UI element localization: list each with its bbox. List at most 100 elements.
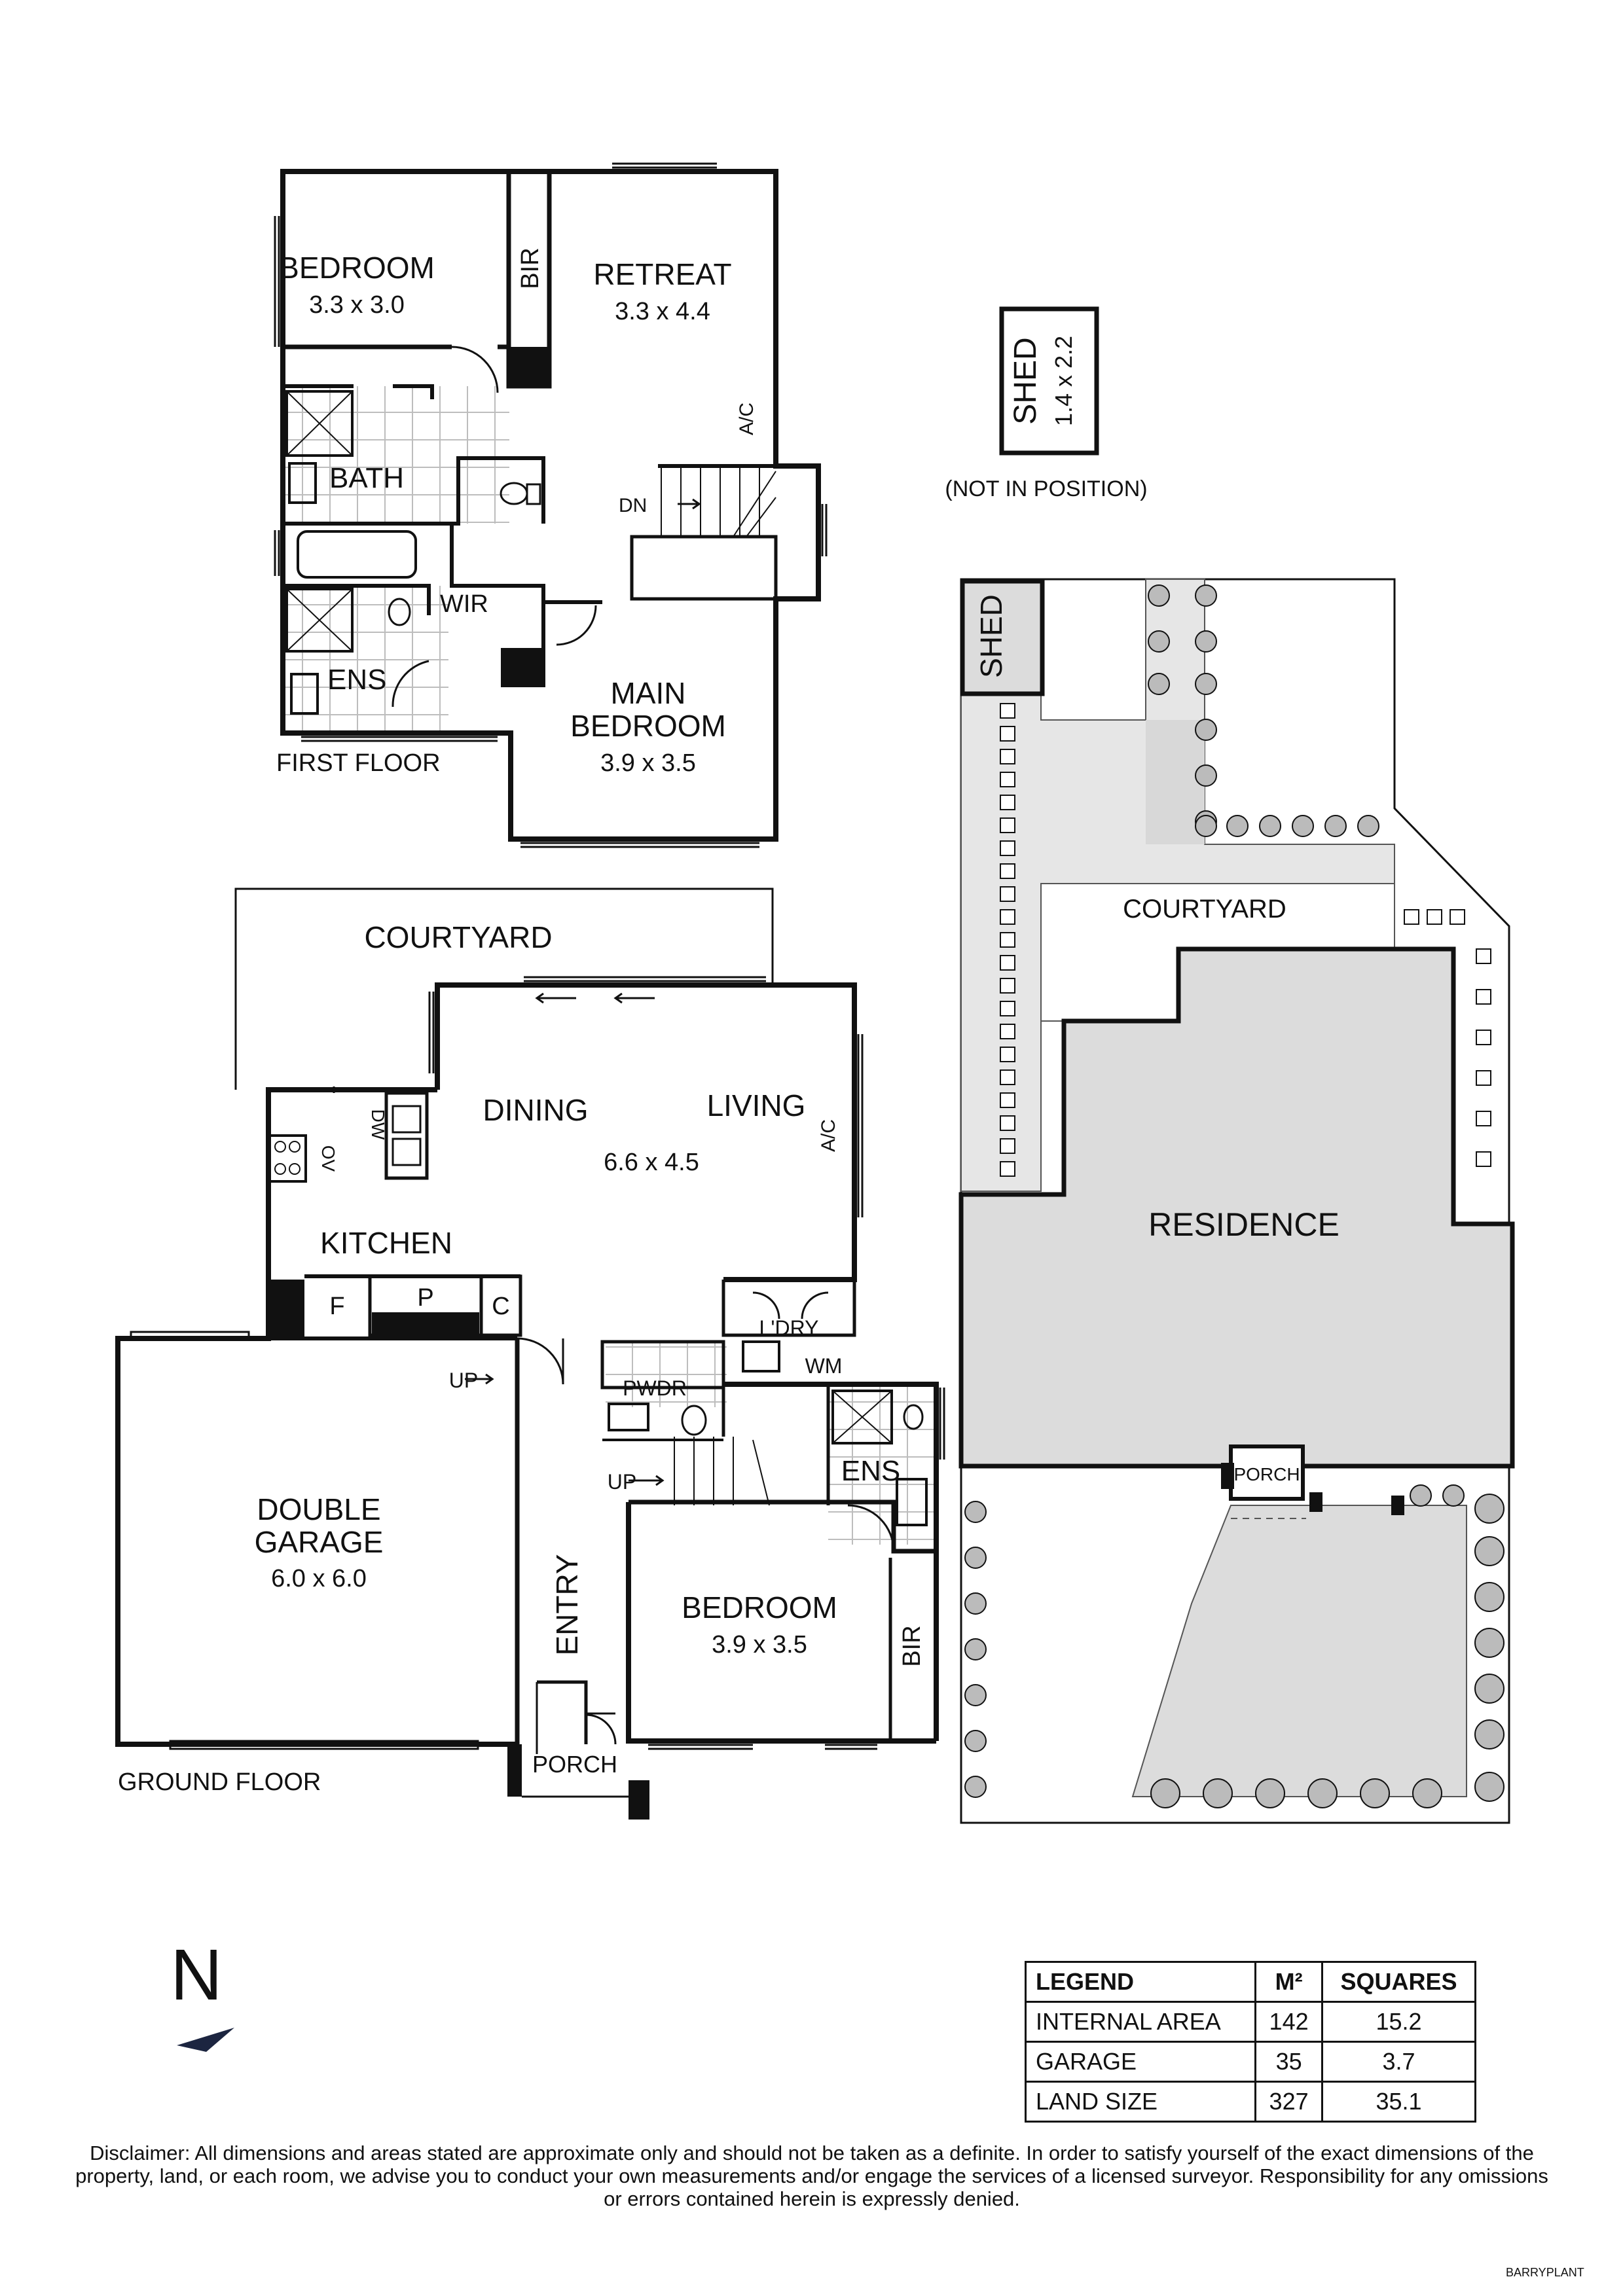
ff-bedroom-size: 3.3 x 3.0 [309, 291, 405, 319]
site-residence [958, 946, 1515, 1469]
ff-main-bedroom-label1: MAIN [611, 676, 686, 710]
gf-dw-label: DW [368, 1109, 388, 1140]
ens-tiles [285, 586, 448, 733]
north-label: N [170, 1935, 222, 2015]
shed-detail-note: (NOT IN POSITION) [945, 476, 1147, 501]
gf-living-label: LIVING [707, 1088, 806, 1122]
legend-row-m2: 142 [1254, 2001, 1324, 2043]
gf-cupboard-label: C [492, 1293, 509, 1320]
legend-row-m2: 327 [1254, 2081, 1324, 2123]
gf-garage-label1: DOUBLE [257, 1492, 380, 1526]
gf-fridge-solid [268, 1280, 304, 1338]
bath-tub [297, 530, 417, 579]
ff-wir-label: WIR [440, 590, 488, 618]
legend-row-squares: 15.2 [1321, 2001, 1476, 2043]
first-floor-windows [274, 162, 828, 848]
first-floor-label: FIRST FLOOR [276, 749, 441, 777]
ground-floor-plan [115, 888, 945, 1820]
ff-dn-label: DN [619, 495, 647, 516]
legend-row-m2: 35 [1254, 2041, 1324, 2083]
ff-bedroom-label: BEDROOM [279, 251, 435, 285]
north-arrow-icon [177, 2028, 234, 2052]
gf-laundry-wall [721, 1280, 856, 1337]
bath-vanity [288, 462, 317, 504]
site-shed-label: SHED [974, 594, 1008, 678]
ff-bath-label: BATH [329, 462, 404, 494]
ens-wall [283, 584, 431, 615]
legend-row: LAND SIZE 327 35.1 [1024, 2081, 1476, 2123]
site-residence-label: RESIDENCE [1148, 1206, 1340, 1243]
gf-up-garage-label: UP [449, 1369, 478, 1392]
ff-retreat-label: RETREAT [593, 257, 731, 291]
ff-ens-label: ENS [327, 664, 386, 696]
bir-solid [509, 347, 549, 386]
gf-courtyard-outline [234, 888, 774, 1090]
gf-garage-label2: GARAGE [255, 1525, 384, 1559]
ff-retreat-size: 3.3 x 4.4 [615, 298, 710, 325]
gf-courtyard-label: COURTYARD [364, 920, 552, 954]
site-driveway [1131, 1505, 1467, 1797]
gf-living-wall [435, 982, 857, 1282]
bedroom-door-swing [451, 346, 499, 393]
gf-porch-label: PORCH [532, 1751, 617, 1778]
legend-header-squares: SQUARES [1321, 1961, 1476, 2003]
gf-bir-label: BIR [898, 1625, 926, 1666]
gf-up-stairs-label: UP [608, 1470, 636, 1494]
gf-kitchen-label: KITCHEN [320, 1226, 452, 1260]
legend-row-label: GARAGE [1024, 2041, 1257, 2083]
legend-row-squares: 3.7 [1321, 2041, 1476, 2083]
bath-shower [285, 390, 354, 457]
shed-detail-size: 1.4 x 2.2 [1050, 336, 1077, 426]
gf-wm-label: WM [805, 1354, 843, 1378]
stairs [661, 466, 776, 537]
shed-detail-label: SHED [1008, 337, 1043, 424]
ff-main-bedroom-label2: BEDROOM [570, 709, 726, 743]
site-shed [960, 579, 1045, 696]
gf-entry-label: ENTRY [550, 1554, 584, 1655]
legend-header-m2: M² [1254, 1961, 1324, 2003]
gf-garage-size: 6.0 x 6.0 [271, 1565, 367, 1592]
gf-ac-label: A/C [818, 1119, 839, 1152]
site-courtyard-label: COURTYARD [1123, 895, 1286, 924]
site-porch [1229, 1444, 1305, 1501]
stair-landing [630, 535, 778, 601]
gf-dining-label: DINING [483, 1093, 589, 1127]
ff-bir-label: BIR [517, 247, 544, 289]
legend-header: LEGEND [1024, 1961, 1257, 2003]
gf-garage-kitchen-wall [115, 1087, 517, 1747]
legend-header-row: LEGEND M² SQUARES [1024, 1961, 1476, 2003]
gf-living-size: 6.6 x 4.5 [604, 1149, 699, 1176]
gf-sink-bench [384, 1091, 429, 1180]
legend-row-label: LAND SIZE [1024, 2081, 1257, 2123]
wir-solid [501, 648, 543, 687]
gf-fridge-label: F [329, 1293, 344, 1320]
first-floor-plan [274, 162, 828, 848]
legend-table: LEGEND M² SQUARES INTERNAL AREA 142 15.2… [1024, 1961, 1476, 2123]
watermark-text: BARRYPLANT [1506, 2266, 1584, 2279]
site-plan [958, 578, 1515, 1824]
legend-row-label: INTERNAL AREA [1024, 2001, 1257, 2043]
gf-ens-label: ENS [841, 1455, 900, 1487]
ground-floor-label: GROUND FLOOR [118, 1768, 321, 1796]
ff-main-bedroom-size: 3.9 x 3.5 [600, 749, 696, 777]
gf-bedroom-size: 3.9 x 3.5 [712, 1631, 807, 1659]
site-plants [964, 584, 1504, 1808]
gf-laundry-label: L'DRY [759, 1316, 819, 1340]
bath-wall [283, 384, 434, 399]
gf-ov-label: OV [318, 1145, 338, 1172]
gf-bedroom-label: BEDROOM [682, 1590, 837, 1624]
ens-shower [285, 588, 354, 653]
legend-row: GARAGE 35 3.7 [1024, 2041, 1476, 2083]
ens-vanity [290, 673, 319, 715]
legend-row-squares: 35.1 [1321, 2081, 1476, 2123]
gf-pantry-label: P [417, 1284, 433, 1312]
site-porch-label: PORCH [1233, 1464, 1300, 1484]
shed-detail-box [999, 306, 1099, 456]
bath-wall-2 [283, 456, 545, 526]
ground-floor-windows [130, 976, 945, 1750]
legend-row: INTERNAL AREA 142 15.2 [1024, 2001, 1476, 2043]
ff-ac-label: A/C [736, 403, 757, 435]
gf-powder-label: PWDR [623, 1376, 687, 1400]
gf-stairs [674, 1437, 770, 1506]
